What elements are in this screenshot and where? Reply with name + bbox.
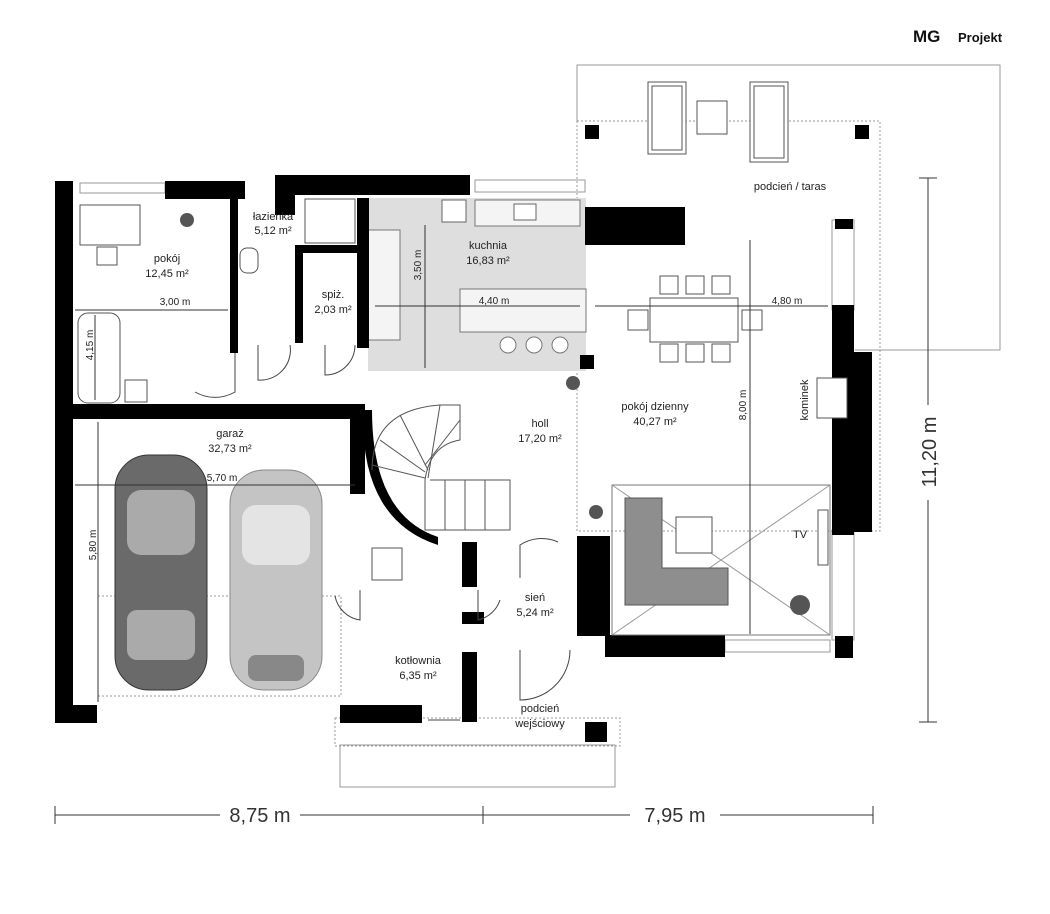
dim-4-40: 4,40 m xyxy=(479,296,510,307)
car-dark xyxy=(114,454,208,691)
room-podcien-name: podcień xyxy=(521,703,560,715)
room-sien-name: sień xyxy=(525,592,545,604)
room-dzienny-area: 40,27 m² xyxy=(633,416,677,428)
room-dzienny-name: pokój dzienny xyxy=(621,401,689,413)
room-kuchnia-area: 16,83 m² xyxy=(466,255,510,267)
dining-table xyxy=(627,275,763,363)
room-kuchnia-name: kuchnia xyxy=(469,240,508,252)
brand-logo: MG Projekt xyxy=(913,27,1003,46)
stair-wall xyxy=(362,410,438,545)
lounge xyxy=(611,377,848,636)
walls xyxy=(55,125,872,742)
room-lazienka-name: łazienka xyxy=(253,211,294,223)
room-holl-area: 17,20 m² xyxy=(518,433,562,445)
room-garaz-name: garaż xyxy=(216,428,244,440)
kitchen-floor xyxy=(367,198,587,371)
room-taras-name: podcień / taras xyxy=(754,181,827,193)
room-lazienka-area: 5,12 m² xyxy=(254,225,292,237)
room-pokoj-area: 12,45 m² xyxy=(145,268,189,280)
dim-5-70: 5,70 m xyxy=(207,473,238,484)
dimension-labels: 3,00 m 4,15 m 3,50 m 4,40 m 4,80 m 8,00 … xyxy=(85,250,941,827)
room-kotlownia-area: 6,35 m² xyxy=(399,670,437,682)
room-kotlownia-name: kotłownia xyxy=(395,655,442,667)
logo-mg: MG xyxy=(913,27,940,46)
dim-3-50: 3,50 m xyxy=(413,250,424,281)
staircase xyxy=(371,404,511,531)
total-width-right: 7,95 m xyxy=(644,805,705,827)
room-pokoj-name: pokój xyxy=(154,253,180,265)
dimension-lines xyxy=(54,177,937,824)
tv-label: TV xyxy=(793,529,808,541)
dim-8-00: 8,00 m xyxy=(738,390,749,421)
logo-projekt: Projekt xyxy=(958,30,1003,45)
dim-4-80: 4,80 m xyxy=(772,296,803,307)
dim-4-15: 4,15 m xyxy=(85,330,96,361)
room-spiz-area: 2,03 m² xyxy=(314,304,352,316)
total-width-left: 8,75 m xyxy=(229,805,290,827)
room-labels: pokój 12,45 m² łazienka 5,12 m² spiż. 2,… xyxy=(145,181,826,730)
total-height: 11,20 m xyxy=(919,417,941,488)
room-spiz-name: spiż. xyxy=(322,289,345,301)
doors xyxy=(194,344,571,721)
room-garaz-area: 32,73 m² xyxy=(208,443,252,455)
terrace-furniture xyxy=(647,81,789,163)
dim-5-80: 5,80 m xyxy=(88,530,99,561)
fireplace-label: kominek xyxy=(799,379,811,420)
bathroom-fixtures xyxy=(77,198,403,581)
room-holl-name: holl xyxy=(531,418,548,430)
car-light xyxy=(229,469,323,691)
dim-3-00: 3,00 m xyxy=(160,297,191,308)
room-podcien-area: wejściowy xyxy=(514,718,565,730)
plants xyxy=(180,213,810,615)
room-sien-area: 5,24 m² xyxy=(516,607,554,619)
